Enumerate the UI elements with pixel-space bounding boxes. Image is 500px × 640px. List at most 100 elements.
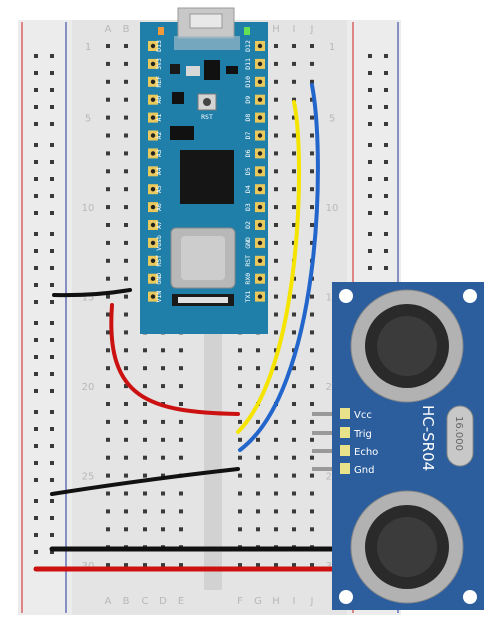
hole	[106, 527, 110, 532]
nano-pin-hole-left	[150, 222, 156, 228]
wire-red-vin	[109, 303, 240, 416]
rail-hole	[50, 389, 54, 393]
hole	[124, 133, 128, 138]
rail-hole	[34, 372, 38, 376]
hole	[124, 97, 128, 102]
hole	[106, 491, 110, 496]
hole	[292, 491, 296, 496]
col-label: F	[237, 596, 243, 607]
hole	[124, 169, 128, 174]
hole	[292, 205, 296, 210]
rail-hole	[34, 533, 38, 537]
nano-pin-label-left: A2	[155, 132, 163, 140]
nano-pin-hole-right	[257, 258, 263, 263]
hole	[310, 563, 314, 568]
row-label-left: 10	[82, 203, 95, 214]
hole	[274, 366, 278, 371]
wire-yellow-trig	[236, 100, 302, 434]
oscillator-can-top	[181, 236, 225, 280]
hole	[238, 348, 242, 353]
hole	[124, 115, 128, 120]
hole	[274, 527, 278, 532]
col-label: A	[105, 24, 112, 35]
hole	[238, 473, 242, 478]
hole	[179, 563, 183, 568]
hole	[310, 169, 314, 174]
rail-hole	[368, 105, 372, 109]
hole	[256, 419, 260, 424]
rail-hole	[34, 461, 38, 465]
hole	[106, 258, 110, 263]
row-label-left: 15	[82, 293, 95, 304]
hole	[292, 402, 296, 406]
mount-hole-tl	[339, 289, 353, 303]
hole	[238, 366, 242, 371]
hole	[274, 258, 278, 263]
hole	[310, 437, 314, 442]
hole	[106, 455, 110, 460]
rail-hole	[50, 372, 54, 376]
hole	[310, 384, 314, 389]
hole	[106, 509, 110, 514]
transducer-bottom-inner	[377, 517, 437, 577]
rail-hole	[50, 533, 54, 537]
hole	[106, 473, 110, 478]
rail-hole	[368, 177, 372, 181]
rail-hole	[368, 54, 372, 58]
hole	[179, 491, 183, 496]
rail-hole	[34, 389, 38, 393]
hole	[274, 384, 278, 389]
nano-pin-label-left: A0	[155, 96, 163, 104]
hole	[124, 276, 128, 281]
hole	[124, 312, 128, 317]
hole	[161, 455, 165, 460]
nano-pin-label-right: D4	[244, 185, 252, 193]
nano-pin-label-right: D12	[244, 40, 252, 52]
nano-pin-label-right: D3	[244, 203, 252, 211]
nano-pin-label-right: GND	[244, 237, 252, 249]
nano-pin-hole-right	[257, 151, 263, 156]
hole	[274, 276, 278, 281]
hole	[124, 61, 128, 66]
hole	[274, 419, 278, 424]
nano-pin-hole-right	[257, 169, 263, 174]
hole	[310, 330, 314, 335]
regulator-chip	[204, 60, 220, 80]
hole	[161, 419, 165, 424]
nano-pin-label-left: VIN	[155, 291, 163, 303]
hole	[143, 491, 147, 496]
nano-pin-hole-right	[257, 187, 263, 192]
hole	[310, 187, 314, 192]
col-label: A	[105, 596, 112, 607]
wire-blue-echo	[238, 83, 320, 452]
hole	[106, 240, 110, 245]
hole	[310, 348, 314, 353]
pad-vcc	[340, 408, 350, 419]
hole	[106, 205, 110, 210]
hole	[292, 509, 296, 514]
nano-pin-label-right: RST	[244, 255, 252, 267]
rail-hole	[50, 461, 54, 465]
hole	[161, 437, 165, 442]
hole	[143, 455, 147, 460]
pad-gnd	[340, 463, 350, 474]
nano-pin-label-right: D9	[244, 96, 252, 104]
rail-hole	[368, 88, 372, 92]
hole	[256, 563, 260, 568]
hole	[310, 491, 314, 496]
rail-hole	[34, 427, 38, 431]
reset-button-cap	[203, 98, 211, 106]
hole	[143, 437, 147, 442]
hole	[310, 79, 314, 84]
rail-hole	[34, 232, 38, 236]
hole	[310, 115, 314, 120]
rail-hole	[50, 338, 54, 342]
hole	[310, 205, 314, 210]
wire-black-gnd-rail	[52, 288, 132, 298]
nano-pin-hole-left	[150, 294, 156, 299]
rail-hole	[50, 211, 54, 215]
nano-pin-label-left: RST	[155, 255, 163, 267]
hole	[106, 294, 110, 299]
row-label-left: 20	[82, 382, 95, 393]
